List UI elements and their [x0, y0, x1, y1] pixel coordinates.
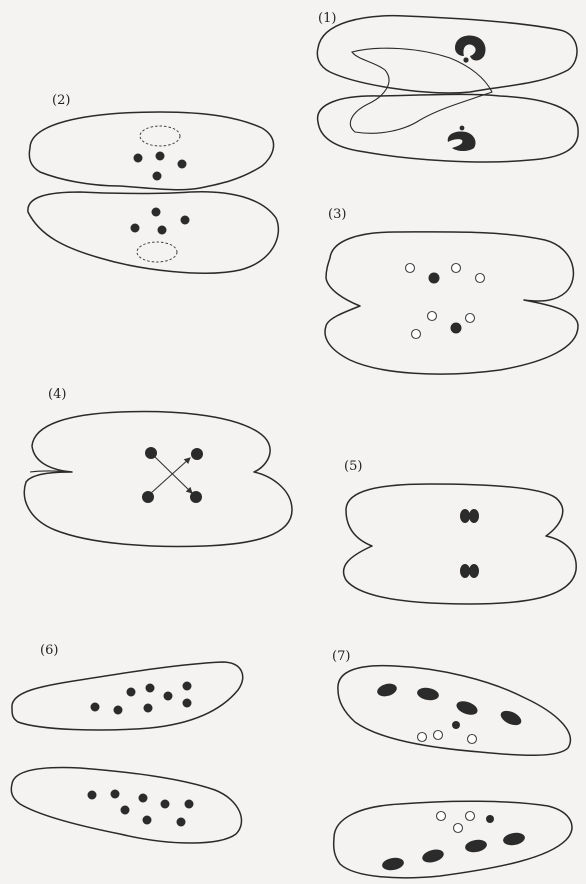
nucleus-dot — [142, 491, 154, 503]
panel-label-2: (2) — [52, 93, 70, 108]
nucleus-dot — [134, 154, 143, 163]
nucleus-dot — [144, 704, 153, 713]
nucleus-dot — [178, 160, 187, 169]
nucleus-dot — [460, 509, 470, 523]
nucleus-dot — [152, 208, 161, 217]
nucleus-dot — [91, 703, 100, 712]
panel-7: (7) — [332, 649, 572, 878]
nucleus-dot — [469, 564, 479, 578]
nucleus-dot — [451, 323, 462, 334]
cell-outline — [24, 412, 292, 547]
panel-label-1: (1) — [318, 11, 336, 26]
cell-outline — [29, 112, 273, 190]
nucleus-dot — [158, 226, 167, 235]
cell-outline — [325, 232, 578, 374]
hollow-nucleus — [454, 824, 463, 833]
nucleus-dot — [463, 57, 468, 62]
cell-outline — [338, 666, 570, 756]
degenerating-nucleus — [137, 242, 177, 262]
cell-outline — [12, 662, 243, 730]
nucleus-dot — [143, 816, 152, 825]
nucleus-dot — [111, 790, 120, 799]
nucleus-dot — [114, 706, 123, 715]
macronucleus-anlage — [416, 686, 440, 702]
nucleus-dot — [146, 684, 155, 693]
nucleus-dot — [183, 682, 192, 691]
panel-label-4: (4) — [48, 387, 66, 402]
hollow-nucleus — [437, 812, 446, 821]
panel-1: (1) — [317, 11, 578, 162]
cell-outline — [318, 94, 579, 162]
micronucleus-crescent — [455, 36, 486, 61]
nucleus-dot — [191, 448, 203, 460]
nucleus-dot — [139, 794, 148, 803]
hollow-nucleus — [466, 314, 475, 323]
hollow-nucleus — [468, 735, 477, 744]
macronucleus-anlage — [455, 699, 480, 718]
hollow-nucleus — [466, 812, 475, 821]
nucleus-dot — [486, 815, 494, 823]
hollow-nucleus — [406, 264, 415, 273]
nucleus-dot — [127, 688, 136, 697]
cell-outline — [344, 484, 577, 604]
nucleus-dot — [460, 126, 465, 131]
spindle-arrow — [150, 458, 190, 494]
degenerating-nucleus — [140, 126, 180, 146]
hollow-nucleus — [418, 733, 427, 742]
macronucleus-anlage — [498, 708, 523, 728]
panel-label-5: (5) — [344, 459, 362, 474]
nucleus-dot — [185, 800, 194, 809]
division-furrow — [30, 471, 72, 472]
nucleus-dot — [145, 447, 157, 459]
macronucleus-anlage — [464, 838, 488, 854]
nucleus-dot — [181, 216, 190, 225]
panel-2: (2) — [28, 93, 279, 273]
nucleus-dot — [156, 152, 165, 161]
nucleus-dot — [452, 721, 460, 729]
panel-6: (6) — [11, 643, 242, 843]
hollow-nucleus — [476, 274, 485, 283]
hollow-nucleus — [452, 264, 461, 273]
cell-outline — [334, 801, 572, 878]
panel-4: (4) — [24, 387, 292, 546]
cell-outline — [317, 16, 577, 93]
nucleus-dot — [177, 818, 186, 827]
panel-5: (5) — [344, 459, 577, 604]
nucleus-dot — [153, 172, 162, 181]
macronucleus-anlage — [381, 856, 405, 872]
hollow-nucleus — [434, 731, 443, 740]
nucleus-dot — [460, 564, 470, 578]
macronucleus-anlage — [502, 831, 526, 847]
hollow-nucleus — [428, 312, 437, 321]
nucleus-dot — [121, 806, 130, 815]
cell-outline — [28, 192, 279, 274]
macronucleus-anlage — [376, 682, 398, 699]
nucleus-dot — [161, 800, 170, 809]
hollow-nucleus — [412, 330, 421, 339]
panel-label-6: (6) — [40, 643, 58, 658]
macronucleus-anlage — [421, 847, 445, 864]
panel-label-3: (3) — [328, 207, 346, 222]
nucleus-dot — [469, 509, 479, 523]
overlap-membrane — [350, 48, 492, 133]
nucleus-dot — [190, 491, 202, 503]
panel-3: (3) — [325, 207, 578, 374]
cell-outline — [11, 768, 241, 843]
nucleus-dot — [131, 224, 140, 233]
nucleus-dot — [183, 699, 192, 708]
panel-label-7: (7) — [332, 649, 350, 664]
nucleus-dot — [88, 791, 97, 800]
nucleus-dot — [164, 692, 173, 701]
micronucleus-crescent — [448, 131, 476, 151]
nucleus-dot — [429, 273, 440, 284]
